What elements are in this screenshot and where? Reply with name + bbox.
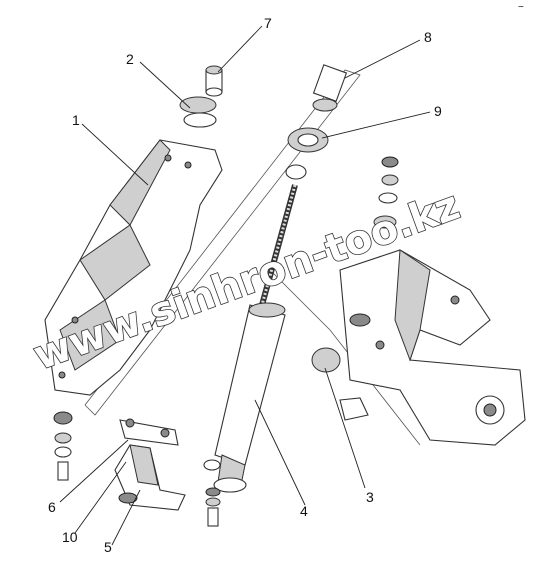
callout-4: 4 (300, 503, 308, 519)
callout-3: 3 (366, 489, 374, 505)
shock-upper-mount (285, 64, 348, 180)
bracket-plate (44, 139, 223, 396)
callout-1: 1 (72, 112, 80, 128)
left-fastener-stack (53, 411, 73, 481)
callout-6: 6 (48, 499, 56, 515)
callout-7: 7 (264, 15, 272, 31)
upper-bushing-stack (179, 65, 223, 128)
small-bushing (311, 347, 369, 421)
axle-bracket (339, 156, 526, 446)
callout-5: 5 (104, 539, 112, 555)
callout-2: 2 (126, 51, 134, 67)
leader-lines (59, 25, 431, 546)
callout-10: 10 (62, 529, 78, 545)
callouts: 1 2 3 4 5 6 7 8 9 10 (48, 15, 442, 555)
frame-outline (84, 69, 421, 446)
callout-8: 8 (424, 29, 432, 45)
callout-9: 9 (434, 103, 442, 119)
corner-mark: − (518, 2, 524, 13)
shock-absorber (203, 184, 298, 527)
lower-bracket (114, 418, 186, 511)
